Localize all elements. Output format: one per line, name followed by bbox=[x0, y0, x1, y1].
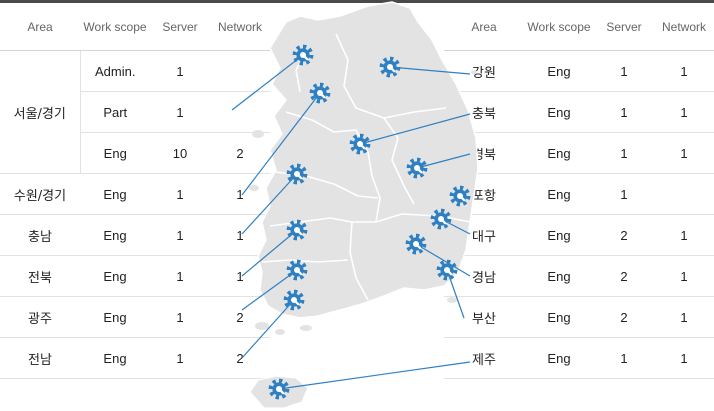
leader-line-chungbuk bbox=[359, 113, 471, 145]
header-work-scope: Work scope bbox=[80, 3, 150, 51]
scope-cell: Eng bbox=[524, 50, 594, 92]
server-cell: 1 bbox=[150, 337, 210, 379]
network-cell: 2 bbox=[210, 132, 270, 174]
server-cell: 1 bbox=[150, 296, 210, 338]
server-cell: 1 bbox=[150, 173, 210, 215]
scope-cell: Eng bbox=[80, 337, 150, 379]
server-cell: 1 bbox=[594, 91, 654, 133]
leader-line-busan bbox=[446, 269, 465, 319]
scope-cell: Eng bbox=[524, 296, 594, 338]
area-cell: 충남 bbox=[0, 214, 80, 256]
area-cell: 전남 bbox=[0, 337, 80, 379]
scope-cell: Eng bbox=[80, 255, 150, 297]
leader-line-gangwon bbox=[389, 66, 471, 75]
area-cell: 부산 bbox=[444, 296, 524, 338]
area-cell: 서울/경기 bbox=[0, 50, 80, 174]
scope-cell: Eng bbox=[80, 173, 150, 215]
server-cell: 2 bbox=[594, 296, 654, 338]
leader-line-gyeongnam bbox=[415, 243, 471, 277]
scope-cell: Eng bbox=[79, 132, 150, 174]
server-cell: 1 bbox=[594, 337, 654, 379]
right-service-table: Area Work scope Server Network 강원 Eng 1 … bbox=[444, 3, 714, 379]
area-cell: 제주 bbox=[444, 337, 524, 379]
server-cell: 10 bbox=[150, 132, 210, 174]
table-header-row: Area Work scope Server Network bbox=[0, 3, 270, 51]
scope-cell: Eng bbox=[80, 296, 150, 338]
scope-cell: Admin. bbox=[79, 50, 150, 92]
table-row: 제주 Eng 1 1 bbox=[444, 337, 714, 379]
left-service-table: Area Work scope Server Network 서울/경기 Adm… bbox=[0, 3, 270, 379]
scope-cell: Eng bbox=[524, 214, 594, 256]
network-cell: 2 bbox=[210, 296, 270, 338]
server-cell: 2 bbox=[594, 255, 654, 297]
scope-cell: Eng bbox=[80, 214, 150, 256]
header-rule bbox=[0, 0, 714, 3]
server-cell: 2 bbox=[594, 214, 654, 256]
header-area: Area bbox=[444, 3, 524, 51]
area-cell: 광주 bbox=[0, 296, 80, 338]
scope-cell: Eng bbox=[524, 337, 594, 379]
leader-line-jeju bbox=[278, 361, 471, 390]
scope-cell: Eng bbox=[524, 132, 594, 174]
leader-line-chungnam bbox=[241, 229, 298, 277]
scope-cell: Eng bbox=[524, 91, 594, 133]
leader-line-gyeongbuk bbox=[416, 153, 471, 169]
table-row: 강원 Eng 1 1 bbox=[444, 50, 714, 92]
server-cell: 1 bbox=[594, 132, 654, 174]
network-cell: 1 bbox=[654, 296, 714, 338]
leader-line-seoul-eng bbox=[241, 92, 321, 196]
network-cell bbox=[654, 173, 714, 215]
network-cell: 1 bbox=[654, 214, 714, 256]
network-cell: 1 bbox=[210, 214, 270, 256]
table-row: Eng 10 2 bbox=[0, 132, 270, 174]
network-cell: 1 bbox=[654, 132, 714, 174]
network-cell: 1 bbox=[654, 337, 714, 379]
header-work-scope: Work scope bbox=[524, 3, 594, 51]
table-row: 서울/경기 Admin. 1 bbox=[0, 50, 270, 174]
table-row: 전남 Eng 1 2 bbox=[0, 337, 270, 379]
network-cell: 1 bbox=[654, 50, 714, 92]
scope-cell: Eng bbox=[524, 255, 594, 297]
table-row: 전북 Eng 1 1 bbox=[0, 255, 270, 297]
islands bbox=[249, 70, 477, 335]
table-row: 경남 Eng 2 1 bbox=[444, 255, 714, 297]
server-cell: 1 bbox=[150, 91, 210, 133]
area-cell: 수원/경기 bbox=[0, 173, 80, 215]
server-cell: 1 bbox=[594, 173, 654, 215]
header-server: Server bbox=[594, 3, 654, 51]
table-row: 광주 Eng 1 2 bbox=[0, 296, 270, 338]
leader-line-suwon bbox=[241, 173, 298, 235]
server-cell: 1 bbox=[150, 50, 210, 92]
leader-lines bbox=[231, 54, 471, 390]
table-row: 충북 Eng 1 1 bbox=[444, 91, 714, 133]
scope-cell: Eng bbox=[524, 173, 594, 215]
network-cell bbox=[210, 91, 270, 133]
leader-line-gwangju bbox=[241, 299, 295, 359]
table-header-row: Area Work scope Server Network bbox=[444, 3, 714, 51]
network-cell bbox=[210, 50, 270, 92]
header-area: Area bbox=[0, 3, 80, 51]
leader-line-jeonbuk bbox=[241, 269, 298, 311]
network-cell: 1 bbox=[654, 255, 714, 297]
server-cell: 1 bbox=[150, 255, 210, 297]
network-cell: 2 bbox=[210, 337, 270, 379]
scope-cell: Part bbox=[79, 91, 150, 133]
header-network: Network bbox=[654, 3, 714, 51]
table-row: Part 1 bbox=[0, 91, 270, 133]
table-row: 충남 Eng 1 1 bbox=[0, 214, 270, 256]
network-cell: 1 bbox=[654, 91, 714, 133]
area-cell: 강원 bbox=[444, 50, 524, 92]
header-server: Server bbox=[150, 3, 210, 51]
area-cell: 전북 bbox=[0, 255, 80, 297]
server-cell: 1 bbox=[150, 214, 210, 256]
server-cell: 1 bbox=[594, 50, 654, 92]
table-row: 수원/경기 Eng 1 1 bbox=[0, 173, 270, 215]
table-row: 부산 Eng 2 1 bbox=[444, 296, 714, 338]
network-cell: 1 bbox=[210, 173, 270, 215]
header-network: Network bbox=[210, 3, 270, 51]
leader-line-seoul bbox=[231, 54, 304, 111]
